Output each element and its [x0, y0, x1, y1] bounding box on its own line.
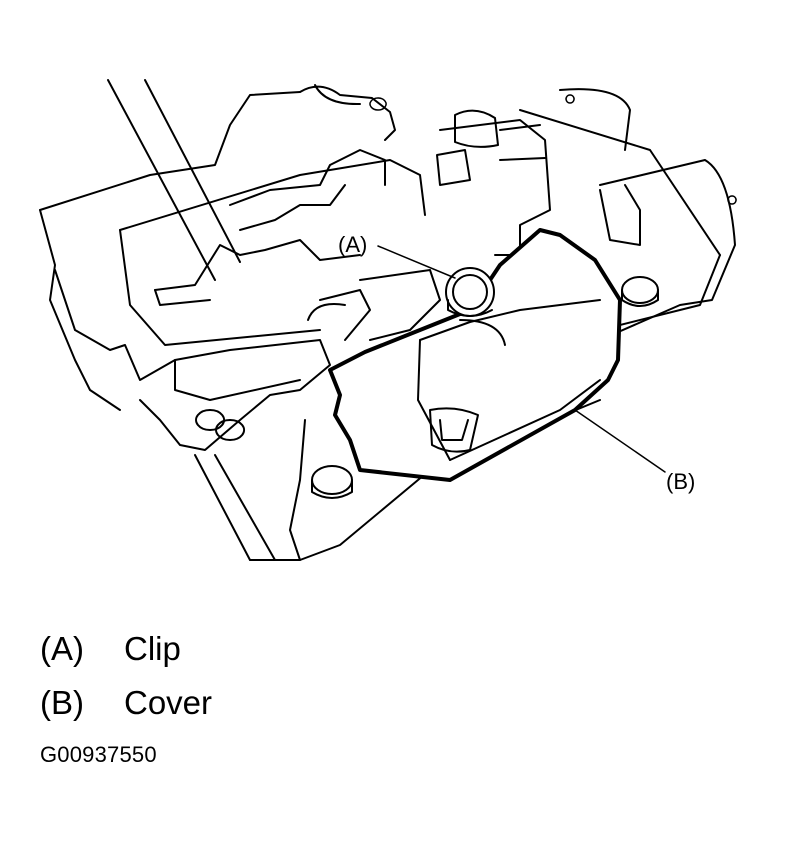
clip-part: [445, 267, 495, 317]
shift-gate-housing: [39, 84, 641, 411]
leader-line-cover: [574, 409, 666, 473]
parts-legend: (A) Clip (B) Cover: [40, 622, 212, 730]
legend-label: Clip: [124, 630, 181, 667]
shift-lever: [107, 79, 241, 281]
legend-item-cover: (B) Cover: [40, 676, 212, 730]
shifter-assembly-diagram: (A) (B): [39, 79, 737, 561]
figure-id: G00937550: [40, 742, 157, 767]
leader-line-clip: [377, 245, 456, 279]
lower-bracket: [54, 269, 441, 561]
callout-a: (A): [338, 232, 367, 257]
mounting-bolt-front: [311, 465, 353, 499]
mounting-bolt-rear: [621, 276, 659, 307]
legend-item-clip: (A) Clip: [40, 622, 212, 676]
legend-key: (A): [40, 630, 84, 667]
legend-label: Cover: [124, 684, 213, 721]
cover-part: [328, 228, 622, 482]
legend-key: (B): [40, 684, 84, 721]
callout-b: (B): [666, 469, 695, 494]
